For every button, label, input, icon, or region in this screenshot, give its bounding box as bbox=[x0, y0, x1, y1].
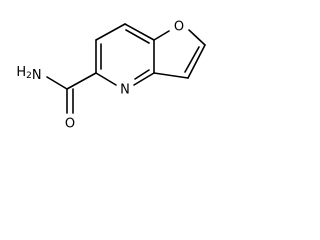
bond-c7a-o1 bbox=[153, 30, 170, 41]
bond-c3-c3a bbox=[153, 72, 189, 79]
bond-carbonyl-amide-n bbox=[46, 76, 68, 90]
bond-n4-c5 bbox=[95, 72, 117, 86]
bond-o1-c2 bbox=[188, 29, 206, 46]
double-bond-c2-c3 bbox=[184, 46, 200, 73]
pyridine-ring bbox=[95, 23, 155, 86]
bond-c2-c3 bbox=[187, 44, 206, 79]
carbonyl-oxygen-label: O bbox=[65, 117, 75, 132]
furan-ring bbox=[153, 29, 206, 79]
double-bond-c7-c7a bbox=[125, 29, 150, 44]
furan-oxygen-label: O bbox=[174, 20, 184, 35]
bond-c6-c7 bbox=[95, 23, 126, 41]
double-bond-c3a-n4 bbox=[134, 69, 150, 80]
chemical-structure: O N O H2N bbox=[16, 20, 206, 132]
amide-nitrogen-label: H2N bbox=[16, 65, 41, 83]
carboxamide-group bbox=[46, 72, 97, 114]
bond-c7-c7a bbox=[124, 23, 155, 41]
bond-c5-carbonyl bbox=[66, 72, 97, 90]
pyridine-nitrogen-label: N bbox=[120, 83, 130, 98]
bond-c3a-n4 bbox=[133, 72, 155, 86]
